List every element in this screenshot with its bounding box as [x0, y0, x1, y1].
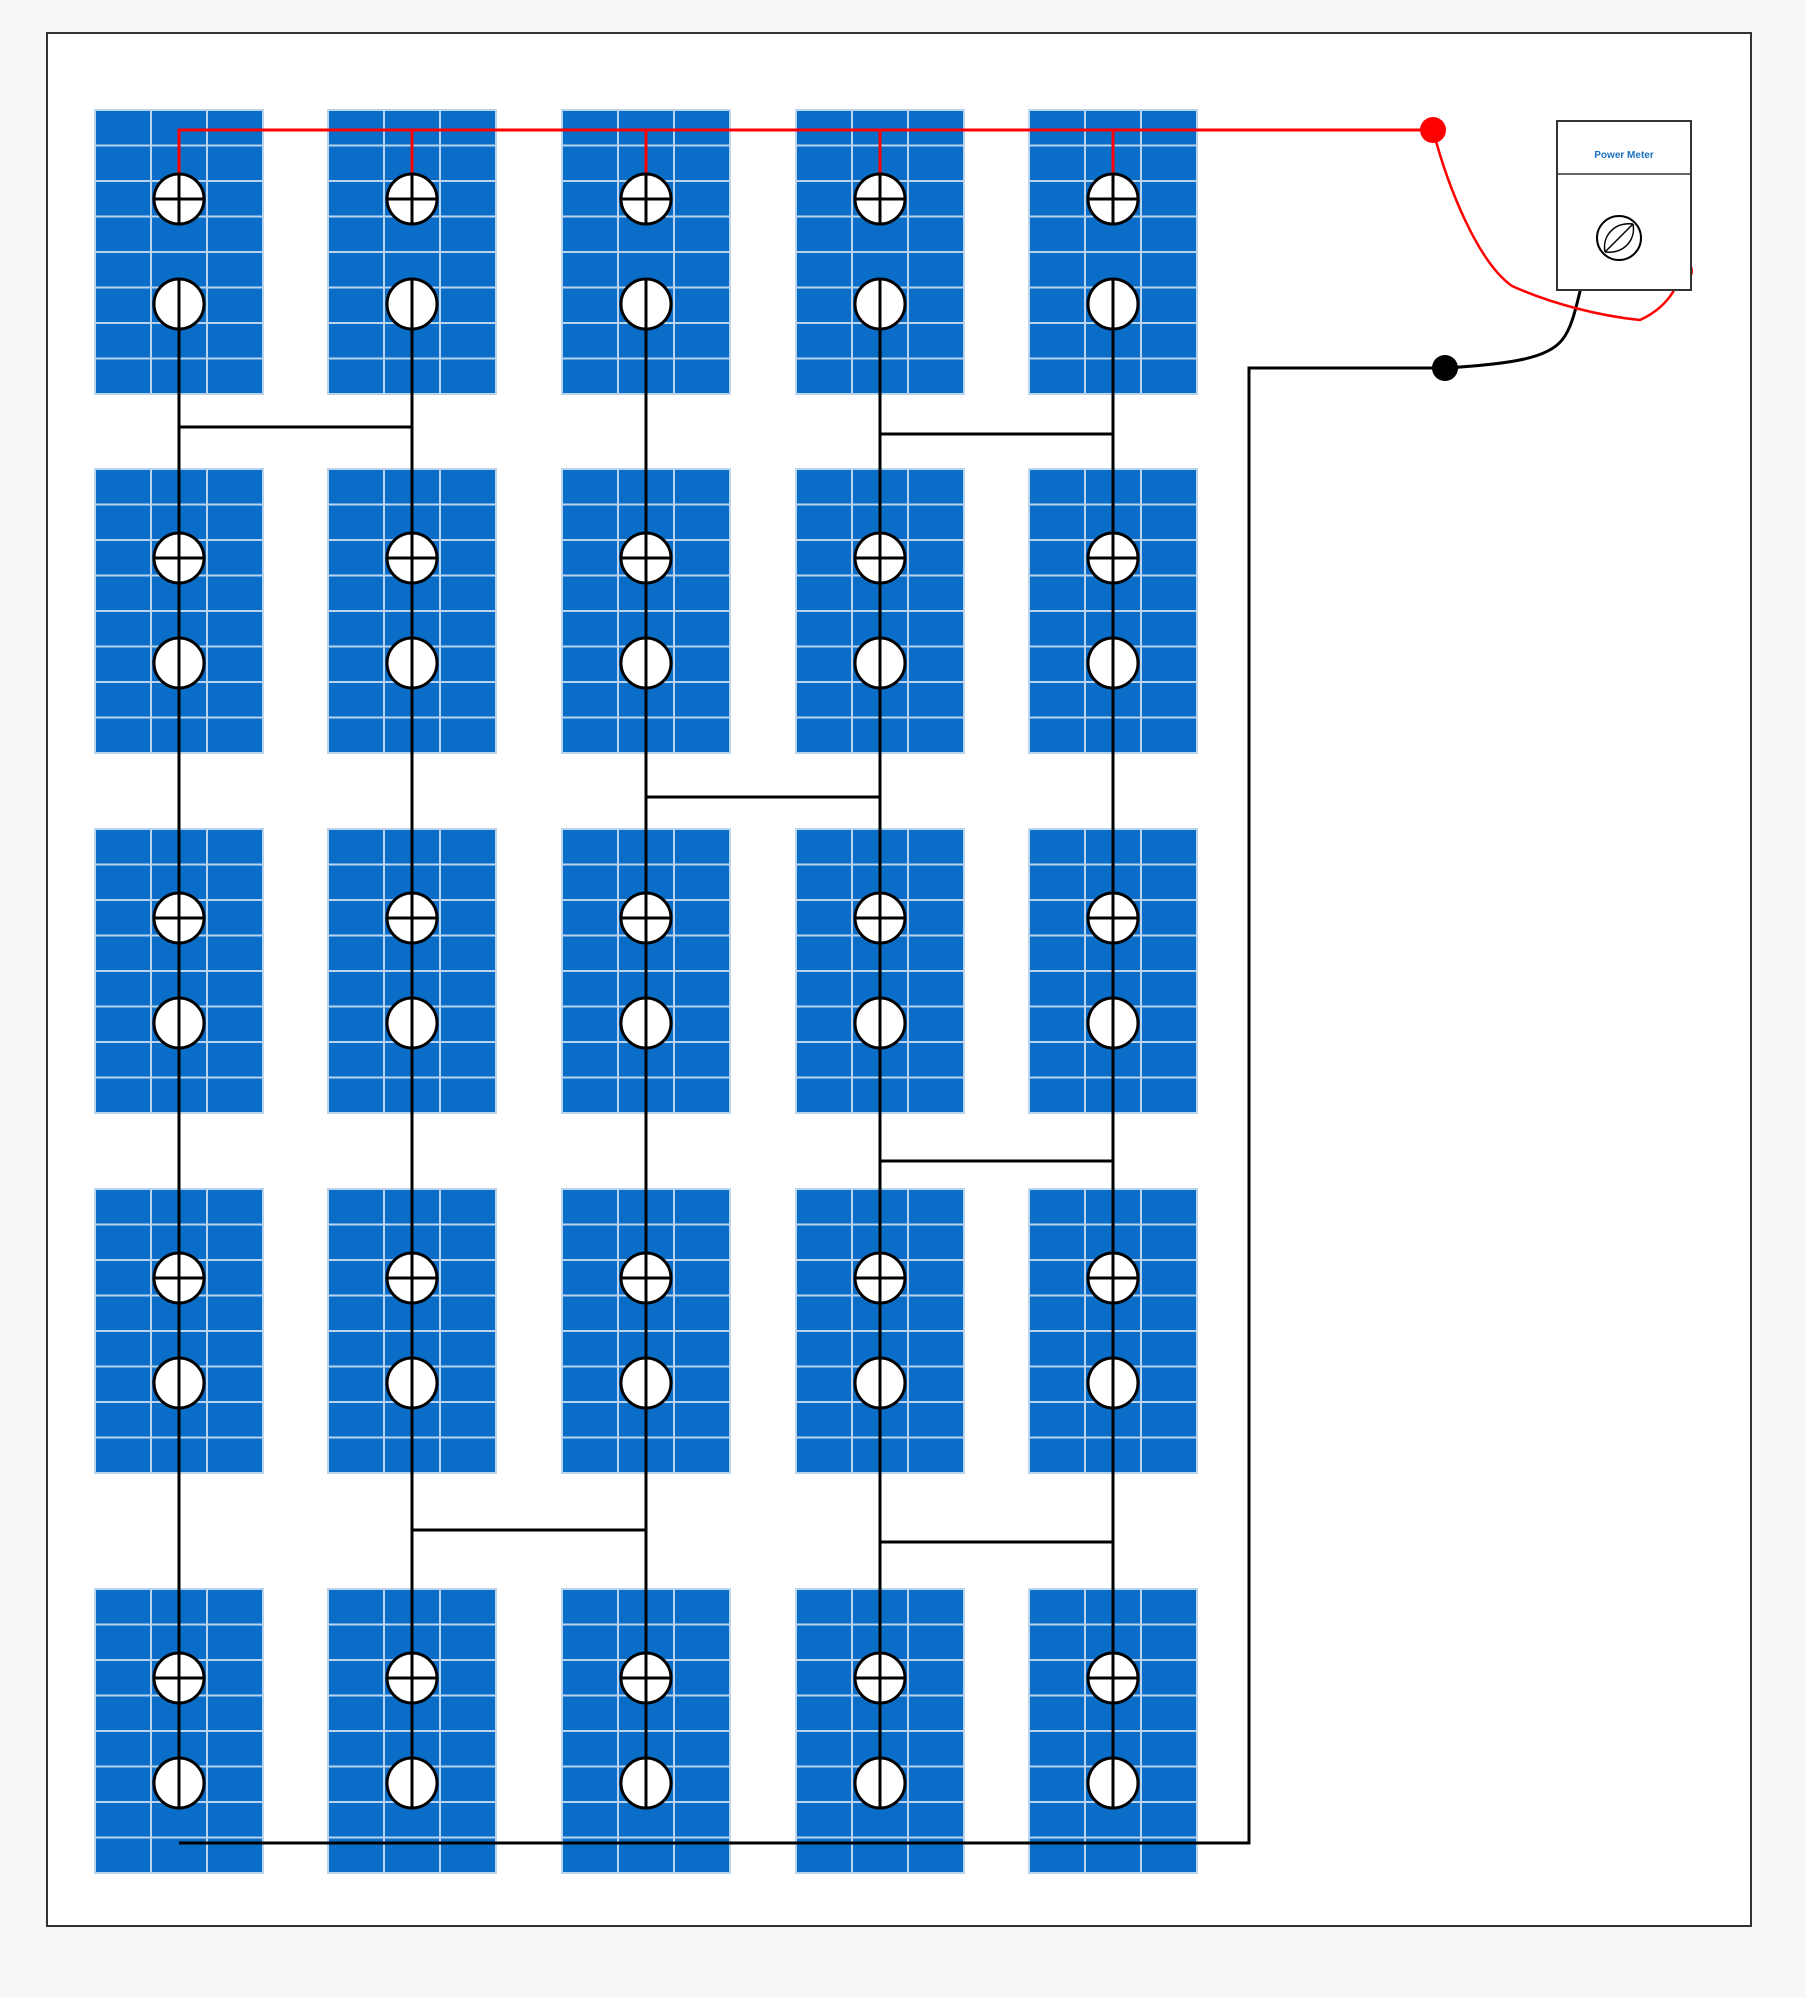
- negative-terminal-r2-c2: [385, 636, 439, 690]
- negative-terminal-r4-c1: [152, 1356, 206, 1410]
- positive-junction-dot: [1420, 117, 1446, 143]
- negative-terminal-r3-c2: [385, 996, 439, 1050]
- positive-terminal-r4-c4: [853, 1251, 907, 1305]
- negative-terminal-r2-c1: [152, 636, 206, 690]
- negative-terminal-r3-c4: [853, 996, 907, 1050]
- negative-terminal-r4-c3: [619, 1356, 673, 1410]
- positive-terminal-r3-c1: [152, 891, 206, 945]
- negative-terminal-r1-c1: [152, 277, 206, 331]
- positive-terminal-r3-c4: [853, 891, 907, 945]
- negative-terminal-r4-c2: [385, 1356, 439, 1410]
- positive-terminal-r5-c1: [152, 1651, 206, 1705]
- negative-terminal-r4-c5: [1086, 1356, 1140, 1410]
- positive-terminal-r2-c3: [619, 531, 673, 585]
- positive-terminal-r1-c2: [385, 172, 439, 226]
- negative-junction-dot: [1432, 355, 1458, 381]
- negative-terminal-r5-c5: [1086, 1756, 1140, 1810]
- positive-terminal-r5-c5: [1086, 1651, 1140, 1705]
- negative-terminal-r2-c3: [619, 636, 673, 690]
- negative-terminal-r5-c1: [152, 1756, 206, 1810]
- negative-terminal-r4-c4: [853, 1356, 907, 1410]
- power-meter[interactable]: Power Meter: [1556, 120, 1692, 291]
- positive-terminal-r3-c5: [1086, 891, 1140, 945]
- power-meter-label: Power Meter: [1594, 150, 1654, 161]
- positive-terminal-r1-c3: [619, 172, 673, 226]
- negative-terminal-r1-c3: [619, 277, 673, 331]
- negative-terminal-r1-c2: [385, 277, 439, 331]
- positive-terminal-r1-c4: [853, 172, 907, 226]
- power-meter-body: [1556, 120, 1692, 291]
- positive-terminal-r2-c4: [853, 531, 907, 585]
- negative-terminal-r3-c5: [1086, 996, 1140, 1050]
- negative-terminal-r2-c5: [1086, 636, 1140, 690]
- positive-terminal-r2-c1: [152, 531, 206, 585]
- positive-terminal-r5-c4: [853, 1651, 907, 1705]
- negative-terminal-r5-c4: [853, 1756, 907, 1810]
- power-meter-dial-icon[interactable]: [1596, 215, 1642, 261]
- negative-meter-lead: [1444, 271, 1587, 370]
- positive-terminal-r5-c3: [619, 1651, 673, 1705]
- negative-return-wire: [179, 366, 1445, 1845]
- positive-terminal-r3-c2: [385, 891, 439, 945]
- negative-terminal-r1-c5: [1086, 277, 1140, 331]
- positive-terminal-r4-c1: [152, 1251, 206, 1305]
- positive-terminal-r1-c1: [152, 172, 206, 226]
- positive-meter-lead: [1431, 129, 1682, 322]
- negative-terminal-r5-c3: [619, 1756, 673, 1810]
- negative-terminal-r3-c1: [152, 996, 206, 1050]
- positive-terminal-r4-c2: [385, 1251, 439, 1305]
- positive-terminal-r2-c2: [385, 531, 439, 585]
- positive-terminal-r5-c2: [385, 1651, 439, 1705]
- positive-terminal-r4-c5: [1086, 1251, 1140, 1305]
- positive-terminal-r4-c3: [619, 1251, 673, 1305]
- negative-terminal-r3-c3: [619, 996, 673, 1050]
- positive-terminal-r2-c5: [1086, 531, 1140, 585]
- terminals: [152, 172, 1140, 1810]
- negative-terminal-r2-c4: [853, 636, 907, 690]
- positive-terminal-r1-c5: [1086, 172, 1140, 226]
- positive-terminal-r3-c3: [619, 891, 673, 945]
- negative-terminal-r5-c2: [385, 1756, 439, 1810]
- negative-terminal-r1-c4: [853, 277, 907, 331]
